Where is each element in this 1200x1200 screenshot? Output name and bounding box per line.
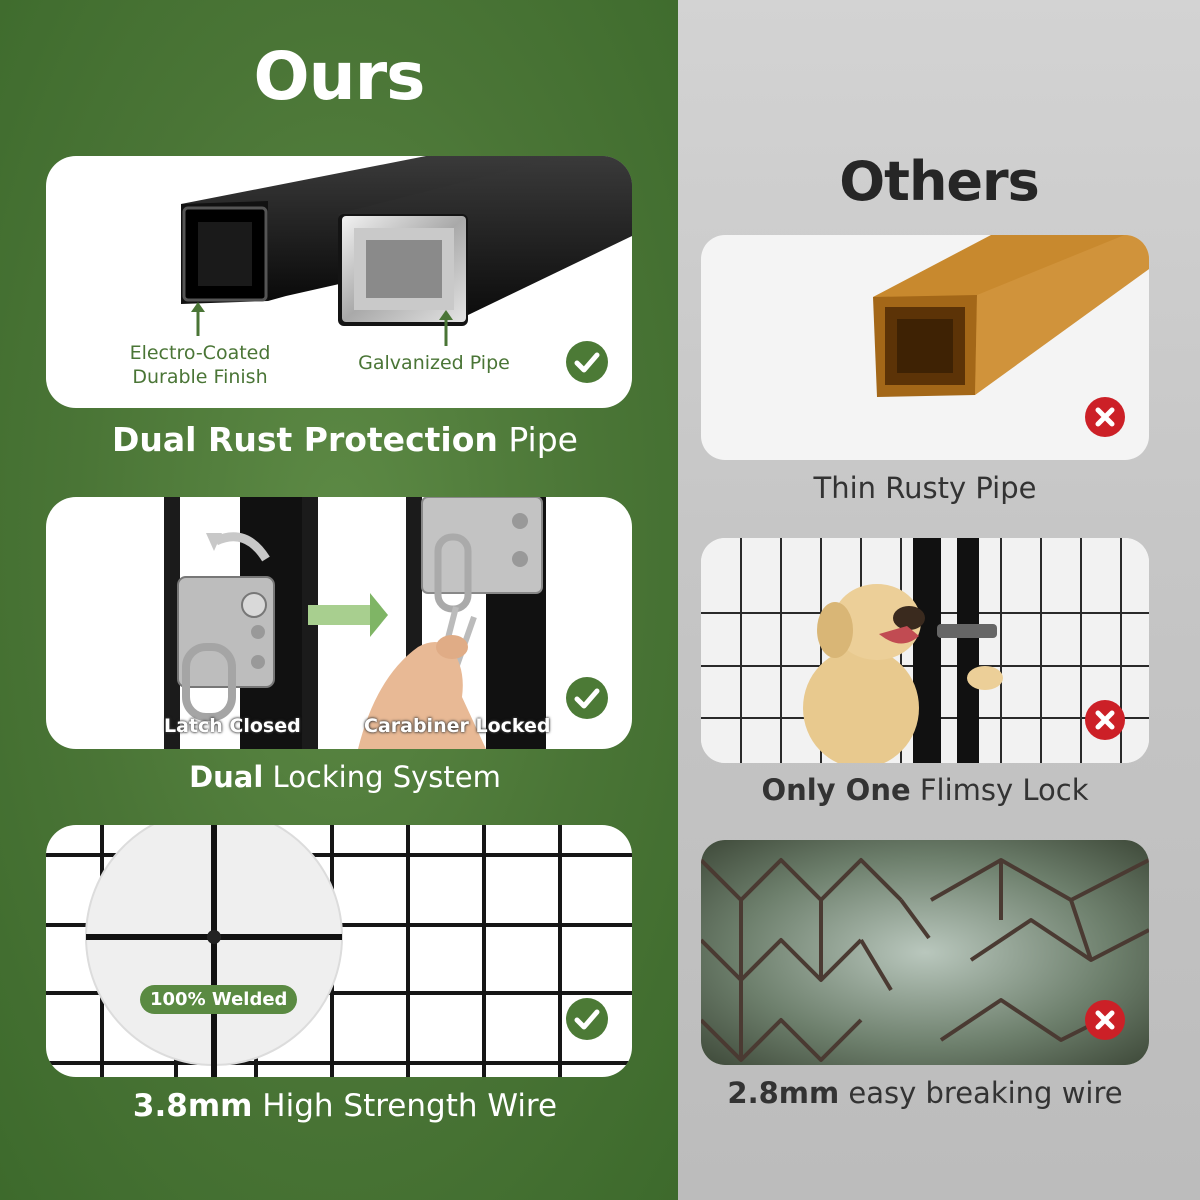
electro-coated-label-line2: Durable Finish — [132, 365, 268, 388]
latch-closed-label: Latch Closed — [164, 715, 301, 737]
ours-lock-caption-bold: Dual — [189, 760, 264, 794]
ours-wire-card: 100% Welded — [46, 825, 632, 1077]
ours-pipe-card: Electro-Coated Durable Finish Galvanized… — [46, 156, 632, 408]
galvanized-pipe-label: Galvanized Pipe — [358, 352, 510, 374]
others-wire-caption-rest: easy breaking wire — [839, 1076, 1123, 1110]
broken-wire-illustration — [701, 840, 1149, 1065]
flimsy-lock-illustration — [701, 538, 1149, 763]
carabiner-locked-label: Carabiner Locked — [364, 715, 551, 737]
ours-pipe-caption-rest: Pipe — [497, 420, 578, 459]
electro-coated-label: Electro-Coated Durable Finish — [110, 342, 290, 390]
x-circle-icon — [1085, 397, 1125, 437]
others-lock-caption: Only One Flimsy Lock — [701, 773, 1149, 807]
ours-wire-caption-bold: 3.8mm — [132, 1088, 253, 1124]
ours-lock-card: Latch Closed Carabiner Locked — [46, 497, 632, 749]
electro-coated-label-line1: Electro-Coated — [129, 342, 271, 364]
others-lock-caption-rest: Flimsy Lock — [910, 773, 1089, 807]
ours-lock-illustration — [164, 497, 546, 749]
ours-panel: Ours — [0, 0, 678, 1200]
x-circle-icon — [1085, 1000, 1125, 1040]
x-circle-icon — [1085, 700, 1125, 740]
others-wire-card — [701, 840, 1149, 1065]
others-lock-caption-bold: Only One — [761, 773, 911, 807]
ours-pipe-caption: Dual Rust Protection Pipe — [0, 420, 690, 459]
others-wire-caption: 2.8mm easy breaking wire — [701, 1076, 1149, 1110]
others-pipe-card — [701, 235, 1149, 460]
ours-title: Ours — [253, 38, 426, 115]
others-wire-caption-bold: 2.8mm — [727, 1076, 840, 1110]
check-circle-icon — [566, 341, 608, 383]
ours-wire-caption-rest: High Strength Wire — [252, 1088, 558, 1124]
ours-wire-caption: 3.8mm High Strength Wire — [0, 1088, 690, 1124]
rusty-pipe-illustration — [873, 235, 1149, 397]
others-pipe-caption: Thin Rusty Pipe — [813, 471, 1037, 505]
check-circle-icon — [566, 677, 608, 719]
ours-lock-caption-rest: Locking System — [263, 760, 501, 794]
others-lock-card — [701, 538, 1149, 763]
ours-pipe-illustration — [181, 156, 632, 346]
check-circle-icon — [566, 998, 608, 1040]
ours-pipe-caption-bold: Dual Rust Protection — [112, 420, 498, 459]
welded-badge: 100% Welded — [140, 985, 298, 1014]
ours-lock-caption: Dual Locking System — [0, 760, 690, 794]
others-title: Others — [839, 150, 1040, 213]
ours-wire-illustration — [46, 825, 632, 1077]
